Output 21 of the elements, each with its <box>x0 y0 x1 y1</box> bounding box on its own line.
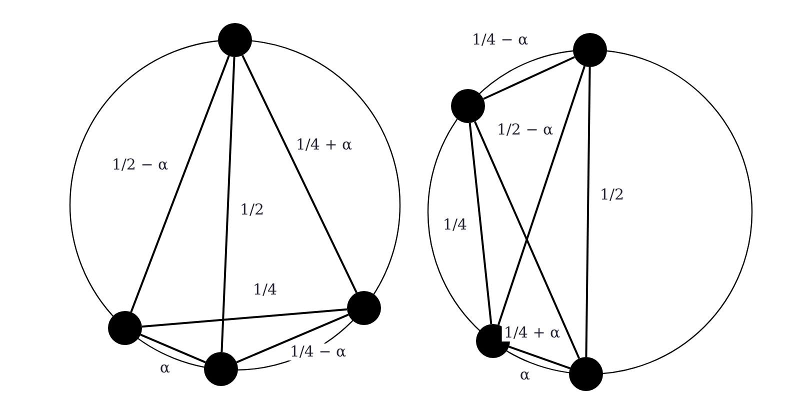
chord-line <box>236 314 349 364</box>
dot <box>347 291 381 325</box>
dot <box>108 311 142 345</box>
chord-line <box>140 334 206 364</box>
chord-line <box>142 308 348 328</box>
edge-label: 1/4 − α <box>288 344 348 360</box>
chord-line <box>220 56 236 352</box>
chord-line <box>242 54 358 294</box>
chord-line <box>474 121 580 359</box>
dot <box>451 89 485 123</box>
dot <box>218 23 252 57</box>
chord-line <box>508 346 570 370</box>
edge-label: 1/4 + α <box>502 324 562 342</box>
dot <box>573 33 607 67</box>
dot <box>204 352 238 386</box>
chord-line <box>585 66 591 358</box>
chord-line <box>130 56 230 312</box>
dot <box>569 357 603 391</box>
chord-line <box>468 122 492 324</box>
chord-line <box>497 66 586 326</box>
chord-line <box>483 56 575 100</box>
